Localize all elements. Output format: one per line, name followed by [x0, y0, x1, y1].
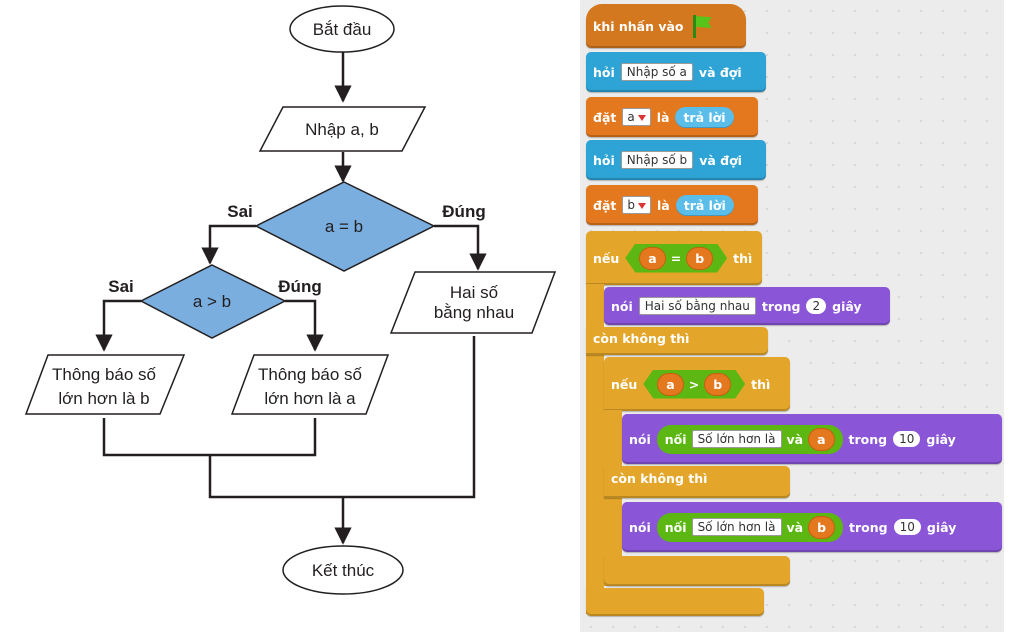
var-b-reporter[interactable]: b: [704, 373, 731, 396]
var-b-dropdown[interactable]: b: [622, 196, 651, 214]
when-clicked-label: khi nhấn vào: [593, 18, 684, 34]
seconds-a-input[interactable]: 10: [893, 431, 921, 447]
ask-label: hỏi: [593, 152, 615, 168]
var-a-reporter[interactable]: a: [657, 373, 683, 396]
join-and-label: và: [786, 519, 804, 535]
input-label: Nhập a, b: [305, 120, 379, 139]
var-a-dropdown[interactable]: a: [622, 108, 651, 126]
decision-greater: [139, 264, 287, 339]
output-equal-line1: Hai số: [450, 283, 499, 302]
answer-reporter[interactable]: trả lời: [675, 106, 734, 128]
if-label: nếu: [593, 250, 620, 266]
output-b: [24, 354, 186, 415]
flow-connectors: [95, 52, 487, 545]
set-b-block[interactable]: đặt b là trả lời: [586, 185, 758, 225]
var-b-dropdown-label: b: [627, 198, 635, 212]
true-label-2: Đúng: [278, 277, 321, 296]
inner-if-footer: [604, 556, 790, 586]
then-label: thì: [751, 376, 771, 392]
var-a-reporter[interactable]: a: [639, 247, 665, 270]
if-greater-header[interactable]: nếu a > b thì: [604, 357, 790, 411]
say-a-greater-block[interactable]: nói nối Số lớn hơn là và a trong 10 giây: [622, 414, 1002, 464]
say-label: nói: [629, 431, 651, 447]
output-a: [230, 354, 390, 415]
flowchart: Bắt đầu Nhập a, b a = b Sai Đúng a > b S…: [24, 5, 557, 595]
set-a-block[interactable]: đặt a là trả lời: [586, 97, 758, 137]
start-terminal: [289, 5, 395, 53]
prompt-a-input[interactable]: Nhập số a: [620, 63, 693, 81]
set-label: đặt: [593, 197, 617, 213]
output-a-line2: lớn hơn là a: [264, 389, 356, 408]
else-label: còn không thì: [593, 331, 690, 346]
and-wait-label: và đợi: [699, 152, 742, 168]
input-shape: [258, 106, 427, 152]
inner-else-header[interactable]: còn không thì: [604, 466, 790, 498]
greater-operator[interactable]: a > b: [643, 370, 745, 399]
set-label: đặt: [593, 109, 617, 125]
end-label: Kết thúc: [312, 561, 375, 580]
ask-b-block[interactable]: hỏi Nhập số b và đợi: [586, 140, 766, 180]
prompt-b-input[interactable]: Nhập số b: [620, 151, 694, 169]
to-label: là: [656, 197, 670, 213]
message-greater-input[interactable]: Số lớn hơn là: [691, 518, 782, 536]
equals-sign: =: [670, 250, 682, 266]
output-b-line2: lớn hơn là b: [58, 389, 149, 408]
if-equal-header[interactable]: nếu a = b thì: [586, 231, 762, 285]
ask-a-block[interactable]: hỏi Nhập số a và đợi: [586, 52, 766, 92]
secs-label: giây: [926, 431, 956, 447]
answer-reporter[interactable]: trả lời: [675, 194, 734, 216]
var-a-reporter[interactable]: a: [808, 427, 835, 451]
secs-label: giây: [832, 298, 862, 314]
equals-operator[interactable]: a = b: [625, 244, 727, 273]
seconds-equal-input[interactable]: 2: [806, 298, 827, 314]
output-equal: [389, 271, 557, 334]
join-and-label: và: [786, 431, 804, 447]
green-flag-icon: [690, 14, 712, 38]
join-operator[interactable]: nối Số lớn hơn là và a: [656, 424, 843, 454]
say-label: nói: [611, 298, 633, 314]
say-equal-block[interactable]: nói Hai số bằng nhau trong 2 giây: [604, 287, 890, 325]
for-label: trong: [849, 519, 888, 535]
dropdown-arrow-icon: [637, 202, 646, 209]
join-label: nối: [664, 519, 687, 535]
seconds-b-input[interactable]: 10: [893, 519, 921, 535]
join-operator[interactable]: nối Số lớn hơn là và b: [656, 512, 844, 542]
say-label: nói: [629, 519, 651, 535]
secs-label: giây: [926, 519, 957, 535]
end-terminal: [282, 545, 404, 595]
else-header[interactable]: còn không thì: [586, 327, 768, 355]
output-b-line1: Thông báo số: [52, 365, 157, 384]
else-label: còn không thì: [611, 471, 708, 486]
to-label: là: [656, 109, 670, 125]
var-a-dropdown-label: a: [627, 110, 635, 124]
output-equal-line2: bằng nhau: [434, 303, 514, 322]
output-a-line1: Thông báo số: [258, 365, 363, 384]
var-b-reporter[interactable]: b: [686, 247, 713, 270]
ask-label: hỏi: [593, 64, 615, 80]
join-label: nối: [664, 431, 687, 447]
message-greater-input[interactable]: Số lớn hơn là: [691, 430, 782, 448]
say-b-greater-block[interactable]: nói nối Số lớn hơn là và b trong 10 giây: [622, 502, 1002, 552]
greater-sign: >: [688, 376, 700, 392]
outer-if-footer: [586, 588, 764, 616]
false-label-1: Sai: [227, 202, 253, 221]
var-b-reporter[interactable]: b: [808, 515, 836, 539]
false-label-2: Sai: [108, 277, 134, 296]
true-label-1: Đúng: [442, 202, 485, 221]
start-label: Bắt đầu: [313, 20, 372, 39]
and-wait-label: và đợi: [698, 64, 742, 80]
then-label: thì: [733, 250, 753, 266]
scratch-script-area: khi nhấn vào hỏi Nhập số a và đợi đặt a …: [580, 0, 1004, 632]
decision-equal-label: a = b: [325, 217, 363, 236]
message-equal-input[interactable]: Hai số bằng nhau: [638, 297, 756, 315]
if-label: nếu: [611, 376, 638, 392]
if-equal-arm: [586, 284, 604, 614]
if-greater-arm: [604, 410, 622, 586]
for-label: trong: [848, 431, 888, 447]
for-label: trong: [761, 298, 801, 314]
dropdown-arrow-icon: [637, 114, 646, 121]
when-flag-clicked-block[interactable]: khi nhấn vào: [586, 4, 746, 48]
decision-equal: [254, 181, 436, 272]
decision-greater-label: a > b: [193, 292, 231, 311]
